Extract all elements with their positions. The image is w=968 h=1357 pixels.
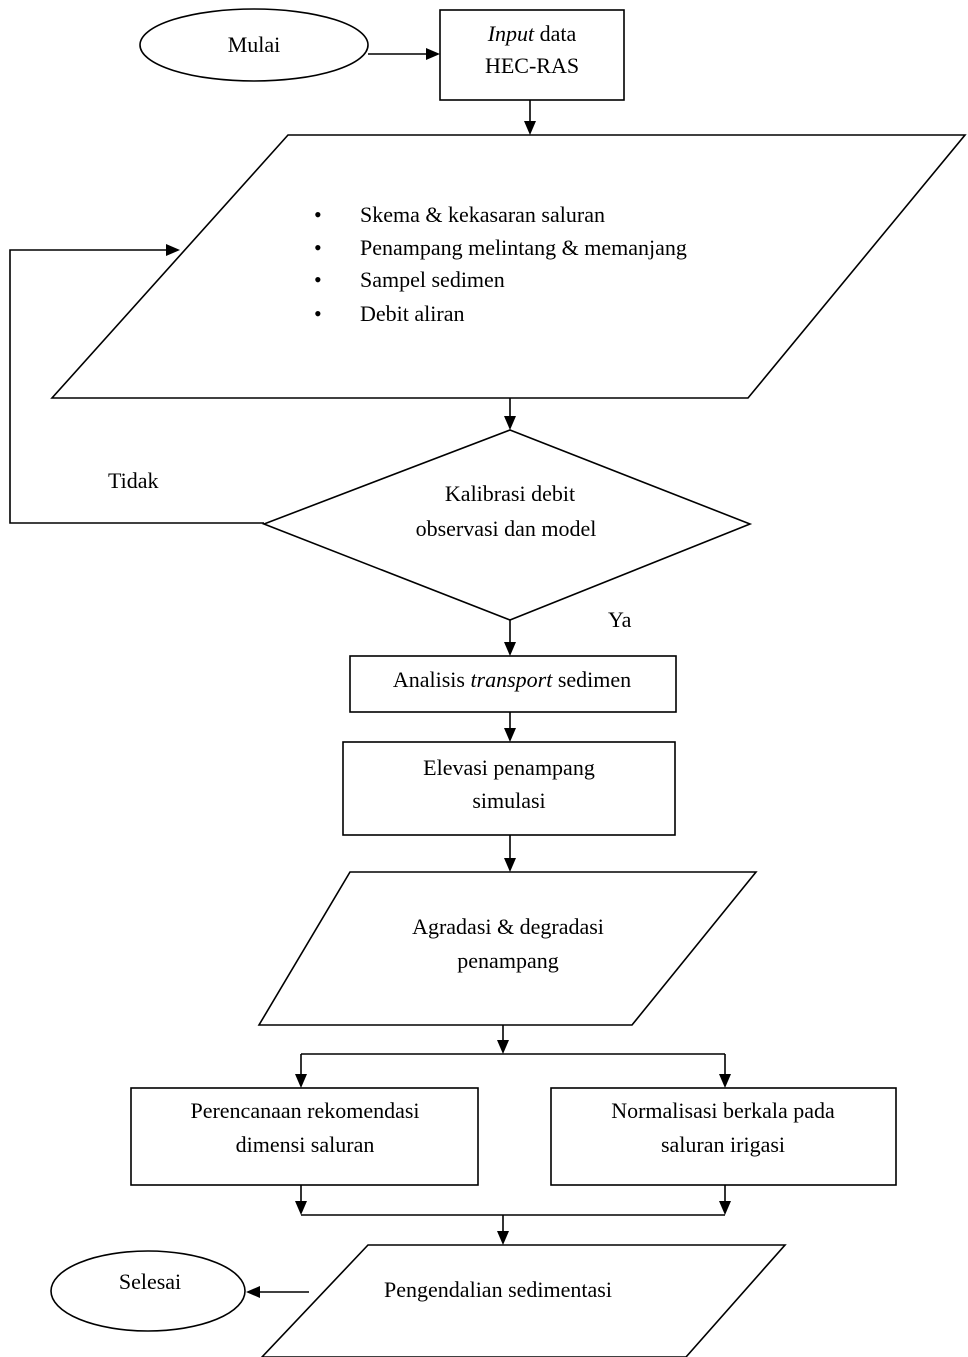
input-label-rest: data: [534, 21, 576, 46]
transport-analysis-box: Analisis transport sedimen: [349, 655, 677, 713]
input-bullet-4: •: [314, 301, 322, 326]
arrow-merge: [295, 1185, 731, 1245]
agradation-line2: penampang: [457, 948, 558, 973]
elevation-line2: simulasi: [472, 788, 545, 813]
start-label: Mulai: [228, 32, 281, 57]
yes-label: Ya: [608, 607, 632, 632]
arrow-feedback-loop: [9, 244, 264, 524]
decision-line2: observasi dan model: [416, 516, 597, 541]
arrow-transport-to-elevation: [504, 712, 516, 742]
input-data-parallelogram: • Skema & kekasaran saluran • Penampang …: [50, 134, 967, 399]
end-label: Selesai: [119, 1269, 181, 1294]
arrow-data-to-decision: [504, 398, 516, 430]
decision-line1: Kalibrasi debit: [445, 481, 575, 506]
input-label-line2: HEC-RAS: [485, 53, 579, 78]
normalization-box: Normalisasi berkala pada saluran irigasi: [550, 1087, 897, 1186]
transport-post: sedimen: [552, 667, 631, 692]
recommendation-box: Perencanaan rekomendasi dimensi saluran: [130, 1087, 479, 1186]
input-hecras-box: Input data HEC-RAS: [439, 9, 625, 101]
input-bullet-2: •: [314, 235, 322, 260]
elevation-line1: Elevasi penampang: [423, 755, 595, 780]
input-item-1: Skema & kekasaran saluran: [360, 202, 605, 227]
input-item-2: Penampang melintang & memanjang: [360, 235, 687, 260]
arrow-input-to-data: [524, 100, 536, 135]
arrow-split: [295, 1025, 731, 1088]
calibration-decision: Kalibrasi debit observasi dan model: [261, 429, 753, 621]
arrow-start-to-input: [368, 48, 440, 60]
end-terminal: Selesai: [50, 1250, 246, 1332]
svg-text:Input data: Input data: [487, 21, 577, 46]
elevation-box: Elevasi penampang simulasi: [342, 741, 676, 836]
arrow-decision-to-transport: [504, 620, 516, 656]
input-item-4: Debit aliran: [360, 301, 464, 326]
arrow-control-to-end: [246, 1286, 309, 1298]
start-terminal: Mulai: [139, 8, 369, 82]
input-bullet-1: •: [314, 202, 322, 227]
normalization-line1: Normalisasi berkala pada: [611, 1098, 835, 1123]
input-item-3: Sampel sedimen: [360, 267, 505, 292]
recommendation-line2: dimensi saluran: [236, 1132, 375, 1157]
arrow-elevation-to-agradation: [504, 835, 516, 872]
agradation-parallelogram: Agradasi & degradasi penampang: [257, 871, 758, 1026]
transport-italic: transport: [470, 667, 553, 692]
input-bullet-3: •: [314, 267, 322, 292]
agradation-line1: Agradasi & degradasi: [412, 914, 604, 939]
transport-pre: Analisis: [393, 667, 471, 692]
control-parallelogram: Pengendalian sedimentasi: [260, 1244, 787, 1357]
svg-text:Analisis transport sedimen: Analisis transport sedimen: [393, 667, 631, 692]
input-label-italic: Input: [487, 21, 535, 46]
control-label: Pengendalian sedimentasi: [384, 1277, 612, 1302]
normalization-line2: saluran irigasi: [661, 1132, 785, 1157]
recommendation-line1: Perencanaan rekomendasi: [190, 1098, 419, 1123]
no-label: Tidak: [108, 468, 159, 493]
